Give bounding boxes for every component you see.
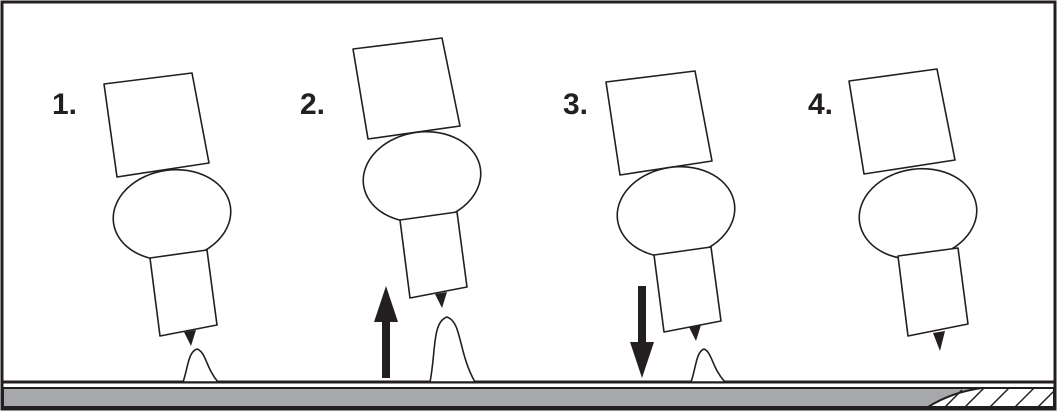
step-3-torch [605,70,736,341]
tungsten-electrode [933,331,945,351]
step-2-label: 2. [300,88,325,121]
step-4-torch [848,68,978,351]
torch-head [858,167,978,261]
plate-cutaway-hatch [924,387,1055,408]
torch-head [616,165,736,259]
torch-nozzle [149,249,218,337]
workpiece-plate [2,380,1055,408]
torch-head [362,130,482,224]
torch-head [112,168,232,262]
torch-nozzle [653,246,722,333]
torch-handle [605,70,713,176]
step-1-label: 1. [52,88,77,121]
tungsten-electrode [435,292,447,308]
torch-handle [352,37,461,140]
step-3-arrow-down-icon [630,286,654,378]
step-3-weld-puddle [689,348,727,383]
torch-handle [103,72,210,178]
step-1-weld-puddle [181,348,220,383]
torch-nozzle [897,247,969,337]
tungsten-electrode [689,325,701,341]
step-2-weld-puddle [429,316,477,383]
step-2-torch [352,37,482,308]
step-4-label: 4. [808,88,833,121]
torch-nozzle [399,211,468,299]
step-3-label: 3. [563,88,588,121]
step-1-torch [103,72,232,346]
tungsten-electrode [184,330,196,346]
step-2-arrow-up-icon [374,286,398,378]
torch-handle [848,68,956,175]
